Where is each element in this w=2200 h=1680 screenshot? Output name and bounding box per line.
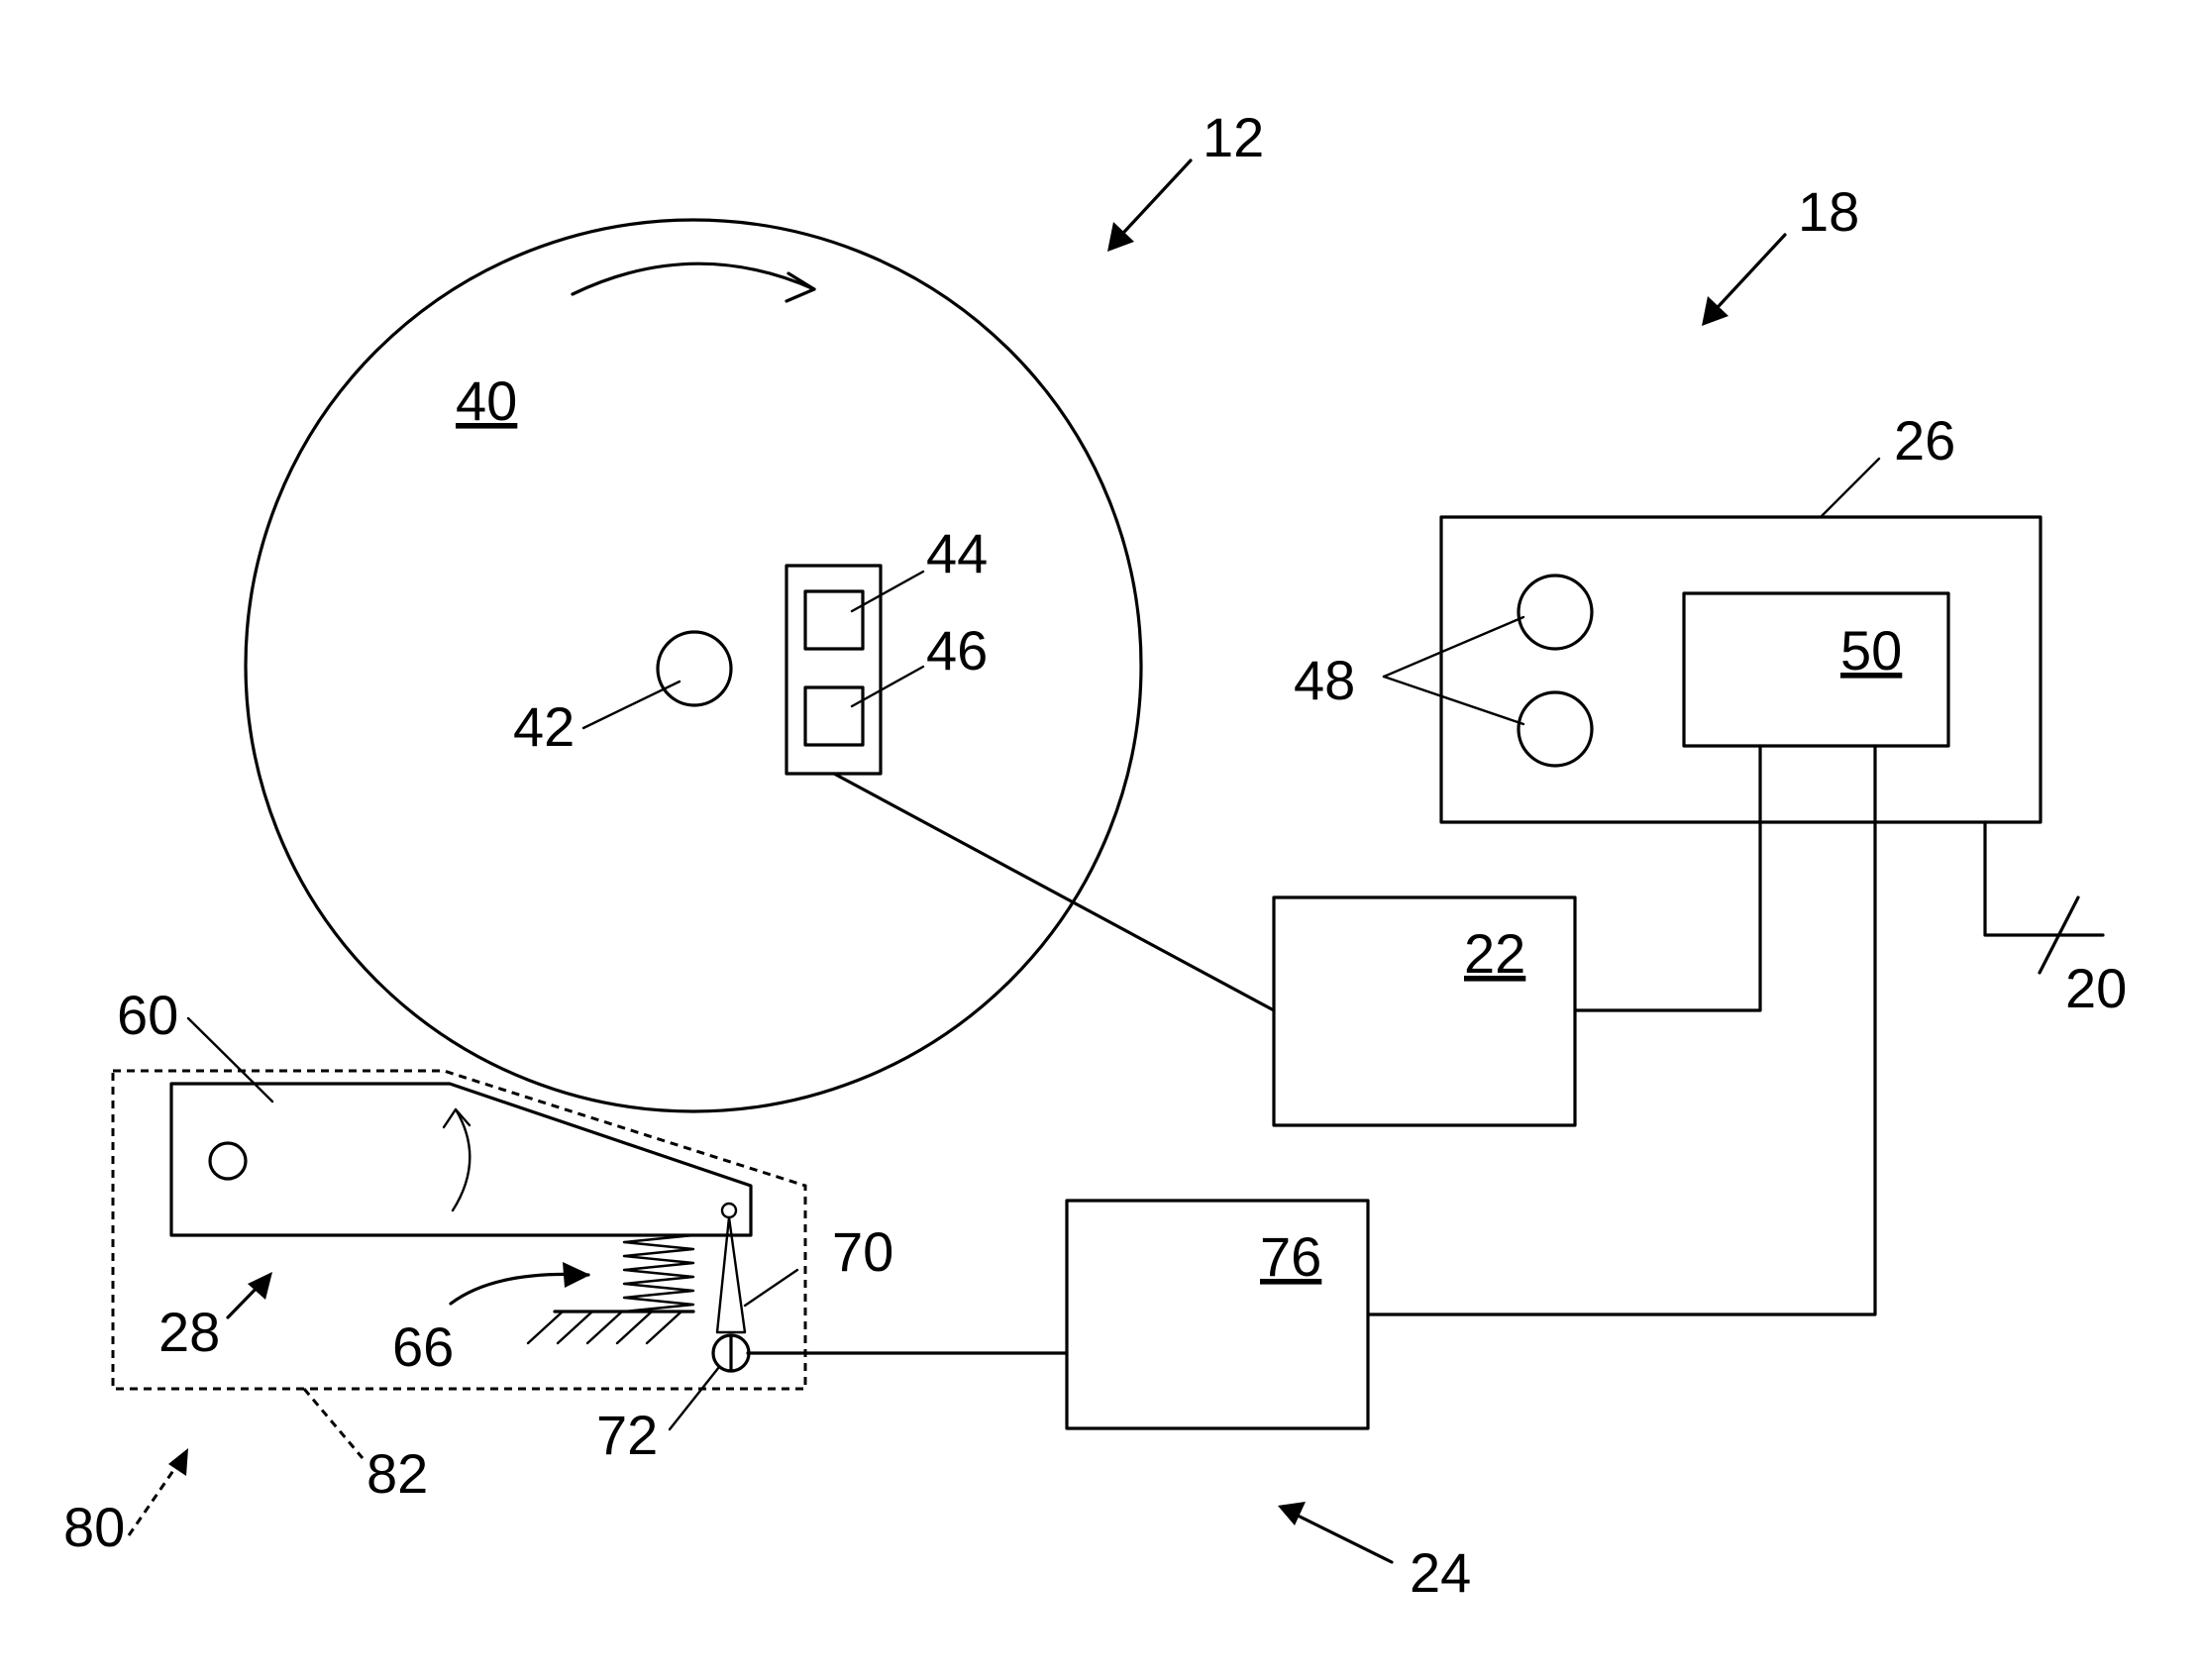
label-72: 72	[596, 1404, 658, 1466]
leader-60	[188, 1018, 272, 1102]
leader-72	[670, 1367, 719, 1429]
hub-42	[658, 632, 731, 705]
label-46: 46	[926, 619, 988, 682]
label-26: 26	[1894, 409, 1955, 472]
leader-70	[745, 1270, 797, 1306]
label-44: 44	[926, 522, 988, 584]
label-12: 12	[1203, 106, 1264, 168]
arm-pivot	[210, 1143, 246, 1179]
leader-82	[304, 1389, 363, 1458]
label-40: 40	[456, 369, 517, 432]
unit-76	[1067, 1201, 1368, 1428]
leader-26	[1821, 459, 1879, 517]
ground-hatch	[528, 1312, 681, 1343]
sensor-46	[805, 687, 863, 745]
label-48: 48	[1294, 649, 1355, 711]
arrow-12	[1112, 160, 1191, 245]
arrow-24	[1288, 1511, 1392, 1562]
spring-66	[624, 1235, 693, 1312]
sensor-block	[786, 566, 881, 774]
label-60: 60	[117, 984, 178, 1046]
leader-66-head	[563, 1262, 590, 1288]
arrow-24-head	[1278, 1502, 1306, 1525]
disc-40	[246, 220, 1141, 1111]
label-70: 70	[832, 1220, 893, 1283]
label-76: 76	[1260, 1225, 1321, 1288]
arm-swing-arrowhead	[444, 1109, 470, 1127]
wire-sensor-to-22	[834, 774, 1274, 1010]
label-18: 18	[1798, 180, 1859, 243]
line-20	[1985, 822, 2103, 935]
label-66: 66	[392, 1315, 454, 1378]
indicator-48-bottom	[1519, 692, 1592, 766]
sensor-44	[805, 591, 863, 649]
panel-26	[1441, 517, 2041, 822]
leader-42	[583, 682, 680, 728]
processor-50	[1684, 593, 1948, 746]
unit-22	[1274, 897, 1575, 1125]
leader-48-top	[1384, 617, 1523, 677]
arm-tip-pin	[722, 1204, 736, 1217]
label-80: 80	[63, 1496, 125, 1558]
rotation-arrow	[573, 263, 814, 294]
arm-swing-arrow	[453, 1109, 470, 1210]
label-50: 50	[1840, 619, 1902, 682]
label-24: 24	[1410, 1541, 1471, 1604]
indicator-48-top	[1519, 576, 1592, 649]
wire-50-to-22	[1575, 746, 1760, 1010]
label-42: 42	[513, 695, 575, 758]
wire-50-to-76	[1368, 746, 1875, 1314]
rotation-arrowhead	[786, 273, 814, 301]
label-28: 28	[158, 1301, 220, 1363]
leader-48-bottom	[1384, 677, 1523, 724]
label-22: 22	[1464, 922, 1525, 985]
arrow-18	[1707, 235, 1785, 319]
label-82: 82	[367, 1442, 428, 1505]
label-20: 20	[2065, 957, 2127, 1019]
arm-60	[171, 1084, 751, 1235]
